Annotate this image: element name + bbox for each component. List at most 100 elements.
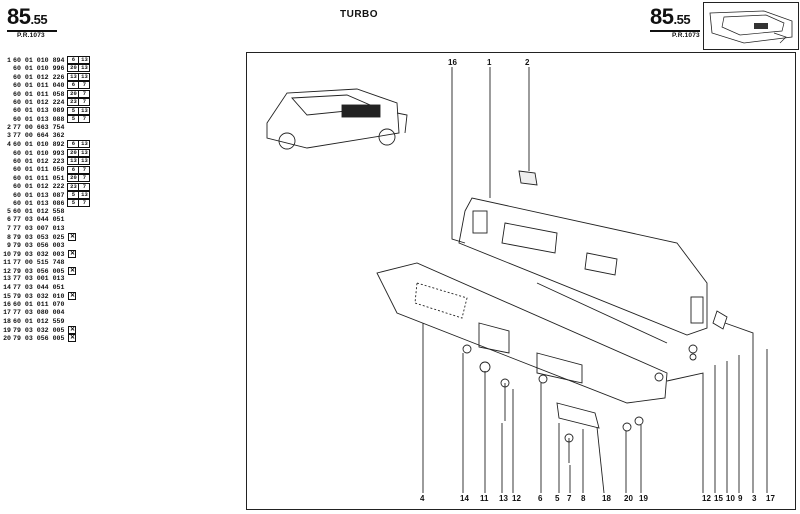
qty-code-b: 13 xyxy=(78,191,91,199)
part-reference: 79 03 056 005 xyxy=(13,335,65,343)
callout-bottom: 12 xyxy=(702,494,711,503)
qty-code-b: 13 xyxy=(78,56,91,64)
qty-code-b: 13 xyxy=(78,106,91,115)
callout-bottom: 15 xyxy=(714,494,723,503)
part-reference: 79 03 032 003 xyxy=(13,250,65,258)
part-reference: 60 01 013 087 xyxy=(13,191,65,199)
part-reference: 60 01 012 223 xyxy=(13,158,65,165)
qty-code-a: 20 xyxy=(67,148,79,157)
part-reference: 60 01 011 040 xyxy=(13,82,65,90)
part-reference: 77 03 080 004 xyxy=(13,309,65,317)
callout-bottom: 14 xyxy=(460,494,469,503)
part-number: 11 xyxy=(3,258,11,266)
part-reference: 60 01 010 996 xyxy=(13,65,65,73)
part-number: 14 xyxy=(3,283,11,291)
part-reference: 77 03 001 013 xyxy=(13,275,65,283)
part-reference: 60 01 012 226 xyxy=(13,73,65,81)
part-number: 8 xyxy=(7,233,11,241)
part-reference: 60 01 011 051 xyxy=(13,174,65,182)
location-thumbnail xyxy=(703,2,799,50)
part-reference: 77 03 007 013 xyxy=(13,224,65,232)
part-reference: 79 03 053 025 xyxy=(13,233,65,241)
qty-code-b: 7 xyxy=(78,174,91,183)
cross-box-icon: ✕ xyxy=(68,250,77,259)
qty-code-b: 7 xyxy=(78,81,91,90)
callout-16: 16 xyxy=(448,58,457,67)
qty-code-b: 7 xyxy=(78,165,91,174)
callout-1: 1 xyxy=(487,58,492,67)
header-rule-right xyxy=(650,30,700,32)
part-number: 19 xyxy=(3,326,11,334)
qty-code-a: 5 xyxy=(67,191,79,199)
qty-code-a: 6 xyxy=(67,165,79,174)
qty-code-b: 7 xyxy=(78,98,91,107)
callout-bottom: 9 xyxy=(738,494,743,503)
callout-bottom: 4 xyxy=(420,494,425,503)
pr-code-right: P.R.1073 xyxy=(672,32,700,39)
qty-code-a: 6 xyxy=(67,56,79,64)
part-reference: 79 03 056 005 xyxy=(13,267,65,275)
exploded-view xyxy=(246,52,796,510)
qty-code-a: 23 xyxy=(67,182,79,191)
part-number: 13 xyxy=(3,275,11,283)
qty-code-b: 7 xyxy=(78,115,91,124)
qty-code-b: 13 xyxy=(78,140,91,149)
part-number: 1 xyxy=(7,56,11,64)
qty-code-a: 13 xyxy=(67,72,79,81)
part-reference: 60 01 012 558 xyxy=(13,207,65,215)
callout-bottom: 7 xyxy=(567,494,572,503)
page-number-right: 85.55 xyxy=(650,4,691,29)
part-reference: 79 03 032 005 xyxy=(13,326,65,334)
page-title: TURBO xyxy=(340,9,379,20)
qty-code-b: 7 xyxy=(78,89,91,98)
part-number: 16 xyxy=(3,300,11,308)
callout-bottom: 13 xyxy=(499,494,508,503)
part-reference: 60 01 011 070 xyxy=(13,300,65,308)
callout-bottom: 18 xyxy=(602,494,611,503)
qty-code-a: 6 xyxy=(67,140,79,149)
cross-box-icon: ✕ xyxy=(68,233,77,242)
callout-bottom: 12 xyxy=(512,494,521,503)
part-number: 2 xyxy=(7,123,11,131)
part-reference: 60 01 010 892 xyxy=(13,141,65,149)
part-reference: 60 01 012 559 xyxy=(13,317,65,325)
part-reference: 60 01 013 086 xyxy=(13,200,65,208)
callout-2: 2 xyxy=(525,58,530,67)
qty-code-a: 20 xyxy=(67,174,79,183)
part-number: 15 xyxy=(3,293,11,300)
qty-code-b: 7 xyxy=(78,199,91,208)
exploded-drawing xyxy=(266,67,768,494)
cross-box-icon: ✕ xyxy=(68,334,77,343)
part-number: 6 xyxy=(7,216,11,224)
part-reference: 79 03 032 010 xyxy=(13,293,65,300)
callout-bottom: 10 xyxy=(726,494,735,503)
callout-bottom: 6 xyxy=(538,494,543,503)
part-number: 3 xyxy=(7,131,11,139)
qty-code-a: 5 xyxy=(67,106,79,115)
part-reference: 77 03 044 051 xyxy=(13,216,65,224)
qty-code-a: 20 xyxy=(67,64,79,73)
callout-bottom: 19 xyxy=(639,494,648,503)
